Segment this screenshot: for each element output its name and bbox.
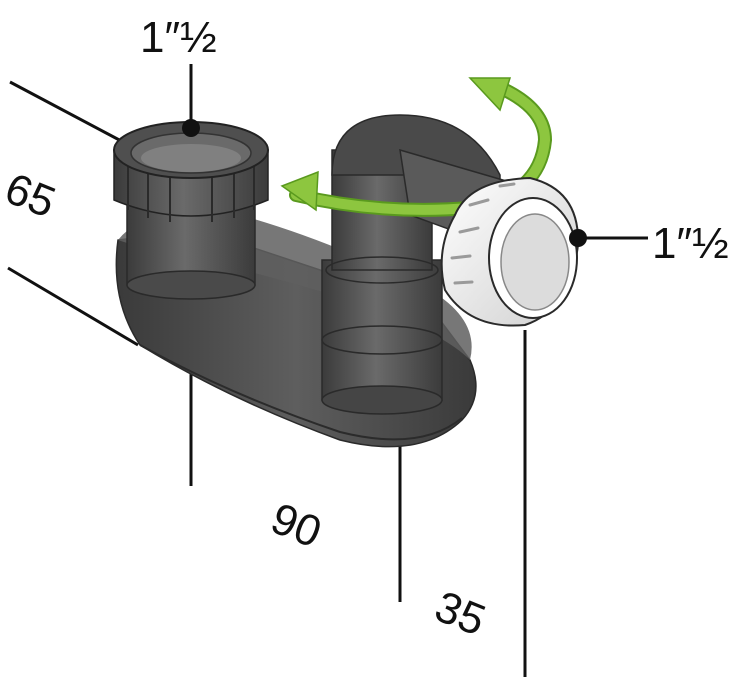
side-connection-label: 1″½	[652, 219, 729, 268]
side-outlet-nut	[440, 176, 587, 327]
width-label: 90	[264, 494, 328, 558]
depth-label: 65	[0, 164, 62, 228]
top-connection-label: 1″½	[140, 13, 217, 62]
height-offset-label: 35	[428, 582, 492, 646]
depth-line-bottom	[7, 266, 139, 347]
depth-line-top	[9, 80, 126, 145]
top-inlet-marker	[182, 119, 200, 137]
side-outlet-marker	[569, 229, 587, 247]
top-inlet-pipe	[113, 119, 269, 300]
